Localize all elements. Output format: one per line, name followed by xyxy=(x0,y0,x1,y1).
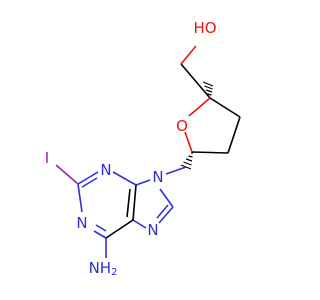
bond-c4-n3 xyxy=(112,171,137,186)
bond-c4prime-c3prime xyxy=(209,97,241,118)
ring-oxygen-label: O xyxy=(176,117,188,135)
n9-label: N xyxy=(152,168,163,186)
bond-c4-c5 xyxy=(132,184,137,221)
iodine-label: I xyxy=(45,149,49,167)
bond-oh-ch2 xyxy=(180,45,197,65)
bond-c8-n7-double xyxy=(156,204,169,219)
amino-nh-text: NH xyxy=(89,259,112,277)
bond-n9-c8 xyxy=(159,188,174,208)
hydroxyl-label: HO xyxy=(193,19,216,37)
bond-c3prime-c2prime xyxy=(227,116,241,154)
bond-n7-c5 xyxy=(132,219,147,229)
n7-label: N xyxy=(147,221,158,239)
bond-c2-n1 xyxy=(77,183,83,213)
bond-c8-n7 xyxy=(158,206,174,224)
bond-c6-c5 xyxy=(105,219,134,239)
molecule-canvas: HO O I N N N N NH2 xyxy=(44,19,241,278)
bond-n1-c6-double xyxy=(95,224,107,232)
hash-bond-c4prime xyxy=(202,81,214,99)
bond-n9-c4 xyxy=(135,179,151,186)
n3-label: N xyxy=(100,161,111,179)
hash-bond-c1prime xyxy=(180,152,193,170)
bond-c2-i xyxy=(55,164,79,185)
molecule-structure: HO O I N N N N NH2 xyxy=(45,19,241,278)
bond-c1prime-ringo xyxy=(184,131,193,153)
n1-label: N xyxy=(76,214,87,232)
bond-c2prime-c1prime xyxy=(191,151,229,154)
amino-label: NH2 xyxy=(89,259,118,278)
bond-n3-c2-double xyxy=(81,177,98,188)
bond-c1prime-n9 xyxy=(165,166,187,175)
bond-n3-c2 xyxy=(77,171,99,185)
bond-ringo-c4prime xyxy=(188,97,211,117)
bond-ch2-c4prime xyxy=(180,63,211,99)
amino-subscript: 2 xyxy=(111,267,117,278)
bond-c4-c5-double xyxy=(126,188,131,218)
bond-n1-c6 xyxy=(93,230,107,239)
